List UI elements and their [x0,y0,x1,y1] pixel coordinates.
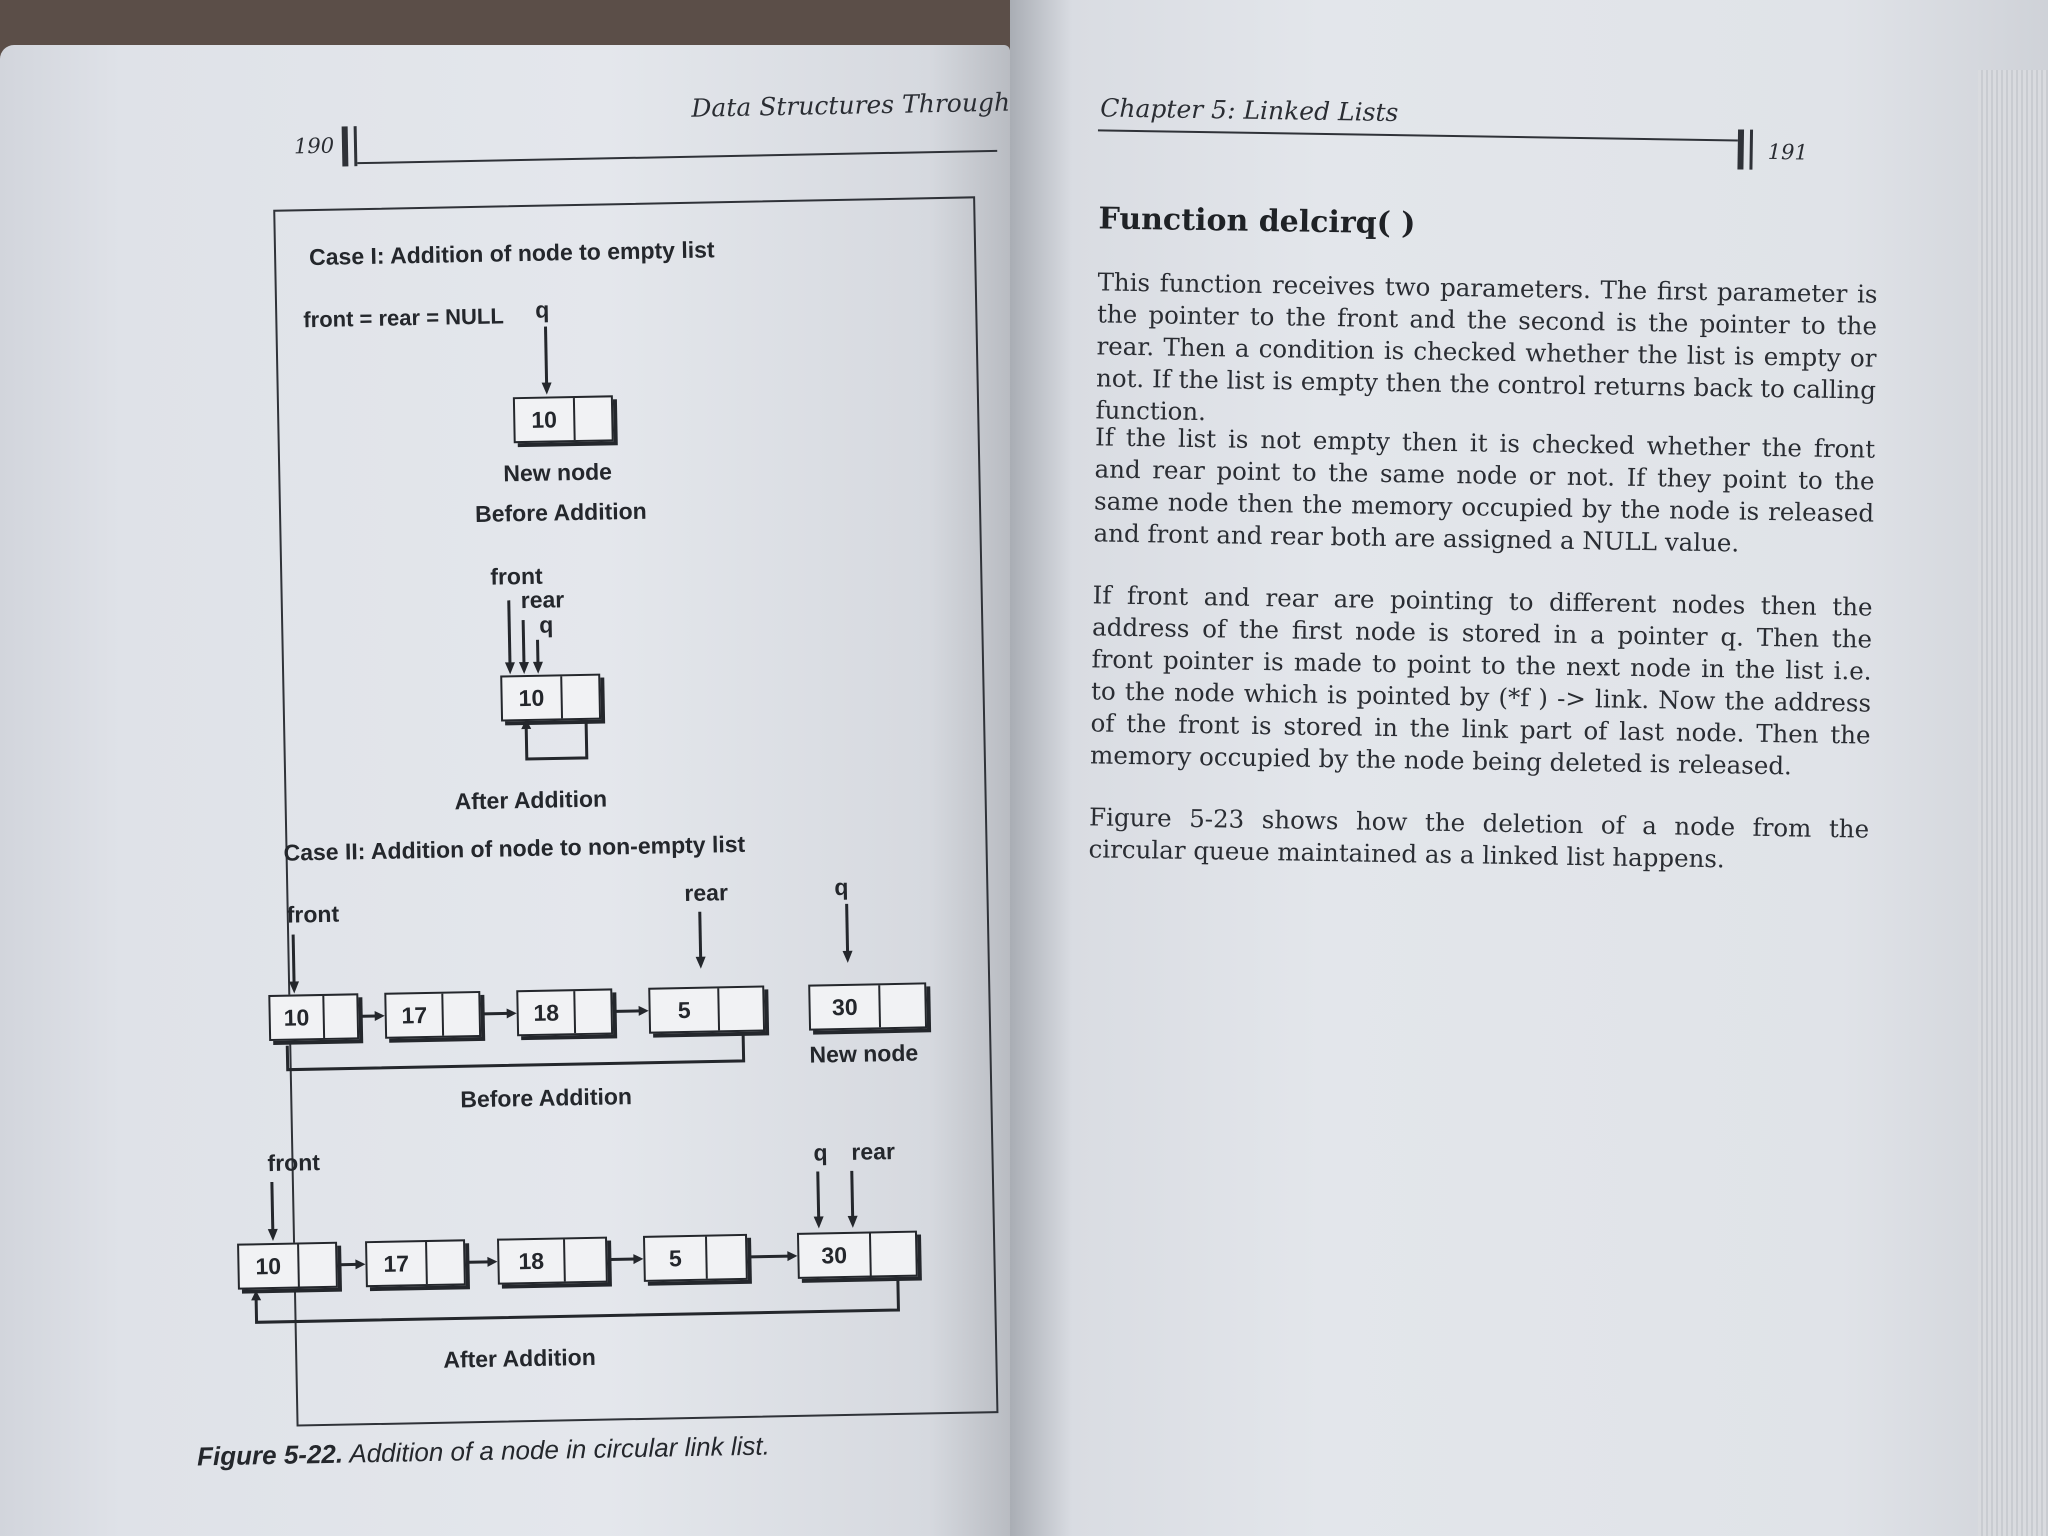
page-edges [1978,70,2048,1536]
case2-after-node: 10 [237,1241,338,1290]
case2-after-label: After Addition [443,1343,597,1373]
figure-caption-number: Figure 5-22. [196,1438,344,1472]
case1-after-arrows [504,600,543,675]
node-link [871,1233,916,1276]
case2-after-node: 5 [642,1233,748,1282]
case2-after-node: 30 [796,1230,918,1279]
case1-self-loop [521,719,589,761]
case2-after-node-value: 18 [499,1239,566,1283]
case2-after-node-value: 5 [645,1236,708,1280]
case2-before-pointer-arrows [285,903,853,1072]
header-bar-right-thin [1749,129,1754,170]
node-link [565,1239,606,1282]
paragraph-1: This function receives two parameters. T… [1095,267,1878,427]
left-page: 190 Data Structures Through C Case I: Ad… [0,45,1010,1536]
case1-q-arrow [541,326,552,395]
case2-after-node-value: 30 [798,1233,872,1277]
case2-after-pointer-arrows [251,1170,900,1324]
node-link [427,1241,464,1284]
case2-after-node: 18 [497,1236,608,1285]
right-page: Chapter 5: Linked Lists 191 Function del… [1010,0,2048,1536]
paragraph-2: If the list is not empty then it is chec… [1093,422,1876,558]
case2-after-node-value: 17 [367,1242,428,1286]
page-number-right: 191 [1767,139,1808,165]
node-link [707,1236,746,1279]
section-title: Function delcirq( ) [1098,201,1416,242]
case2-after-node: 17 [365,1239,466,1288]
right-page-content: Chapter 5: Linked Lists 191 Function del… [1010,0,2010,1536]
header-rule-right [1097,129,1738,142]
running-head-right: Chapter 5: Linked Lists [1100,93,1399,128]
node-link [299,1244,336,1287]
case2-after-node-value: 10 [239,1244,300,1288]
header-bar-right [1737,129,1745,170]
left-page-content: 190 Data Structures Through C Case I: Ad… [0,45,1010,1536]
paragraph-4: Figure 5-23 shows how the deletion of a … [1088,802,1870,874]
paragraph-3: If front and rear are pointing to differ… [1089,580,1873,781]
